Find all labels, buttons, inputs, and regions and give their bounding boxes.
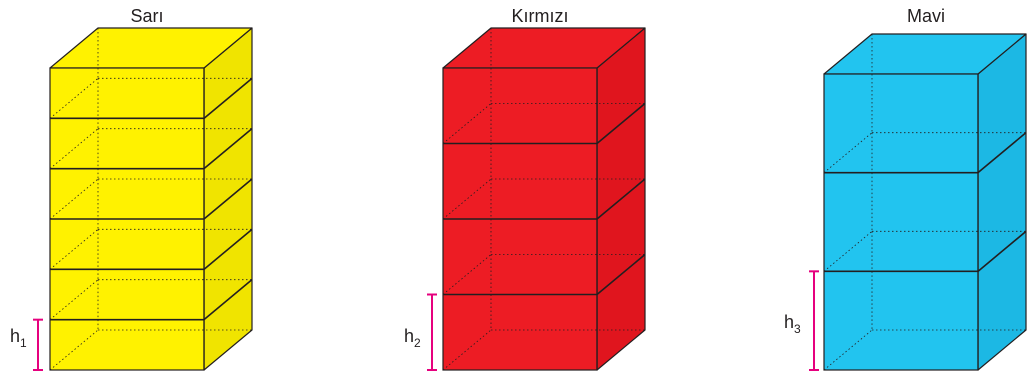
block-divider-side bbox=[977, 230, 1027, 272]
height-label-h1: h1 bbox=[10, 326, 27, 350]
stack-title-kirmizi: Kırmızı bbox=[512, 6, 569, 26]
hidden-diagonal-edge bbox=[442, 254, 492, 295]
hidden-diagonal-edge bbox=[823, 329, 873, 371]
block-divider-side bbox=[596, 102, 646, 145]
hidden-diagonal-edge bbox=[49, 178, 99, 220]
right-face bbox=[977, 33, 1027, 371]
front-face bbox=[823, 73, 979, 371]
hidden-diagonal-edge bbox=[49, 78, 99, 119]
height-label-h2: h2 bbox=[404, 326, 421, 350]
hidden-diagonal-edge bbox=[49, 128, 99, 169]
stack-title-mavi: Mavi bbox=[907, 6, 945, 26]
stack-kirmizi bbox=[427, 27, 646, 371]
hidden-diagonal-edge bbox=[49, 229, 99, 270]
height-label-h3: h3 bbox=[784, 312, 801, 336]
stack-sari bbox=[33, 27, 253, 371]
block-divider-side bbox=[203, 279, 253, 321]
hidden-diagonal-edge bbox=[442, 329, 492, 371]
block-divider-side bbox=[203, 178, 253, 220]
block-divider-side bbox=[596, 178, 646, 220]
block-divider-side bbox=[203, 128, 253, 170]
stack-title-sari: Sarı bbox=[130, 6, 163, 26]
hidden-diagonal-edge bbox=[49, 279, 99, 320]
hidden-diagonal-edge bbox=[823, 231, 873, 272]
block-divider-side bbox=[203, 77, 253, 119]
hidden-diagonal-edge bbox=[823, 132, 873, 173]
block-divider-side bbox=[203, 228, 253, 270]
hidden-diagonal-edge bbox=[49, 329, 99, 371]
block-divider-side bbox=[596, 253, 646, 296]
stack-mavi bbox=[809, 33, 1027, 371]
block-divider-side bbox=[977, 132, 1027, 174]
hidden-diagonal-edge bbox=[442, 103, 492, 144]
hidden-diagonal-edge bbox=[442, 178, 492, 220]
